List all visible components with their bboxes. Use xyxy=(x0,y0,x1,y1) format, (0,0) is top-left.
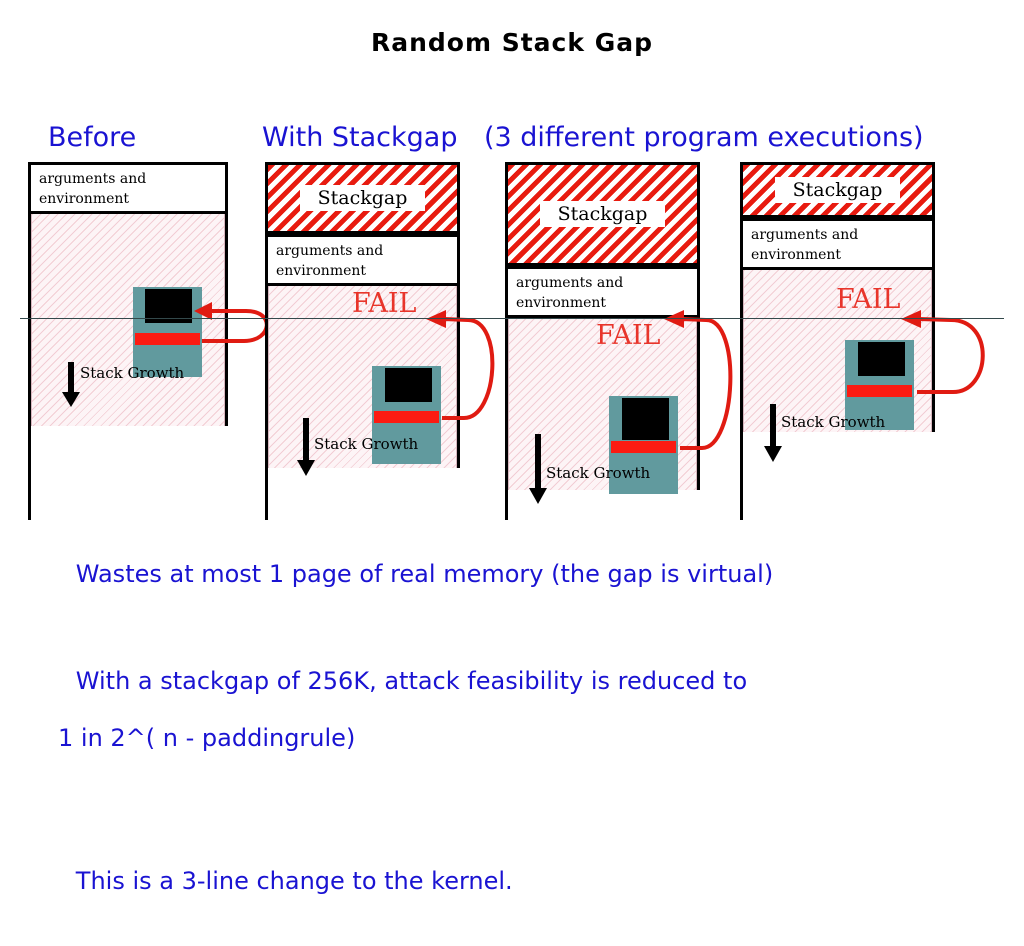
stackgap-label: Stackgap xyxy=(539,200,666,228)
bullet-line-1: This is a 3-line change to the kernel. xyxy=(75,867,513,896)
stack-growth-arrow-icon xyxy=(764,404,782,462)
stackgap-box: Stackgap xyxy=(505,162,700,266)
column-header-before: Before xyxy=(48,122,137,153)
stack-growth-arrow-icon xyxy=(62,362,80,407)
stackgap-label: Stackgap xyxy=(774,176,901,204)
stackgap-label: Stackgap xyxy=(299,184,426,212)
left-boundary-line xyxy=(265,286,268,520)
bullet-line-1: Wastes at most 1 page of real memory (th… xyxy=(75,560,774,589)
right-boundary-line xyxy=(457,286,460,468)
column-header-executions: (3 different program executions) xyxy=(484,122,924,153)
return-address-block xyxy=(385,368,432,402)
stack-growth-label: Stack Growth xyxy=(781,413,886,431)
slide-canvas: Random Stack Gap Before With Stackgap (3… xyxy=(20,28,1004,895)
stack-growth-label: Stack Growth xyxy=(314,435,419,453)
bullet-line-2: 1 in 2^( n - paddingrule) xyxy=(58,723,356,752)
stack-growth-arrow-icon xyxy=(529,434,547,504)
right-boundary-line xyxy=(697,318,700,490)
overflow-marker-band xyxy=(135,333,200,345)
overflow-marker-band xyxy=(374,411,439,423)
fail-label: FAIL xyxy=(596,320,661,351)
bullet-item: This is a 3-line change to the kernel. xyxy=(30,839,990,924)
arguments-environment-box: arguments and environment xyxy=(28,162,228,214)
right-boundary-line xyxy=(932,270,935,432)
stackgap-box: Stackgap xyxy=(265,162,460,234)
fail-label: FAIL xyxy=(836,284,901,315)
left-boundary-line xyxy=(740,270,743,520)
arguments-environment-box: arguments and environment xyxy=(740,218,935,270)
bullet-item: With a stackgap of 256K, attack feasibil… xyxy=(30,639,990,809)
return-address-block xyxy=(622,398,669,440)
page-title: Random Stack Gap xyxy=(370,28,653,57)
stack-pointer-reference-line xyxy=(20,318,1004,319)
overflow-marker-band xyxy=(847,385,912,397)
arguments-environment-box: arguments and environment xyxy=(505,266,700,318)
bullet-item: Wastes at most 1 page of real memory (th… xyxy=(30,532,990,617)
stack-growth-label: Stack Growth xyxy=(546,464,651,482)
return-address-block xyxy=(145,289,192,323)
overflow-marker-band xyxy=(611,441,676,453)
return-address-block xyxy=(858,342,905,376)
bullet-line-1: With a stackgap of 256K, attack feasibil… xyxy=(75,667,748,696)
stack-growth-label: Stack Growth xyxy=(80,364,185,382)
column-header-with-stackgap: With Stackgap xyxy=(262,122,458,153)
right-boundary-line xyxy=(225,214,228,426)
left-boundary-line xyxy=(28,214,31,520)
stack-growth-arrow-icon xyxy=(297,418,315,476)
fail-label: FAIL xyxy=(352,288,417,319)
bullet-list: Wastes at most 1 page of real memory (th… xyxy=(30,532,990,946)
arguments-environment-box: arguments and environment xyxy=(265,234,460,286)
stackgap-box: Stackgap xyxy=(740,162,935,218)
left-boundary-line xyxy=(505,318,508,520)
